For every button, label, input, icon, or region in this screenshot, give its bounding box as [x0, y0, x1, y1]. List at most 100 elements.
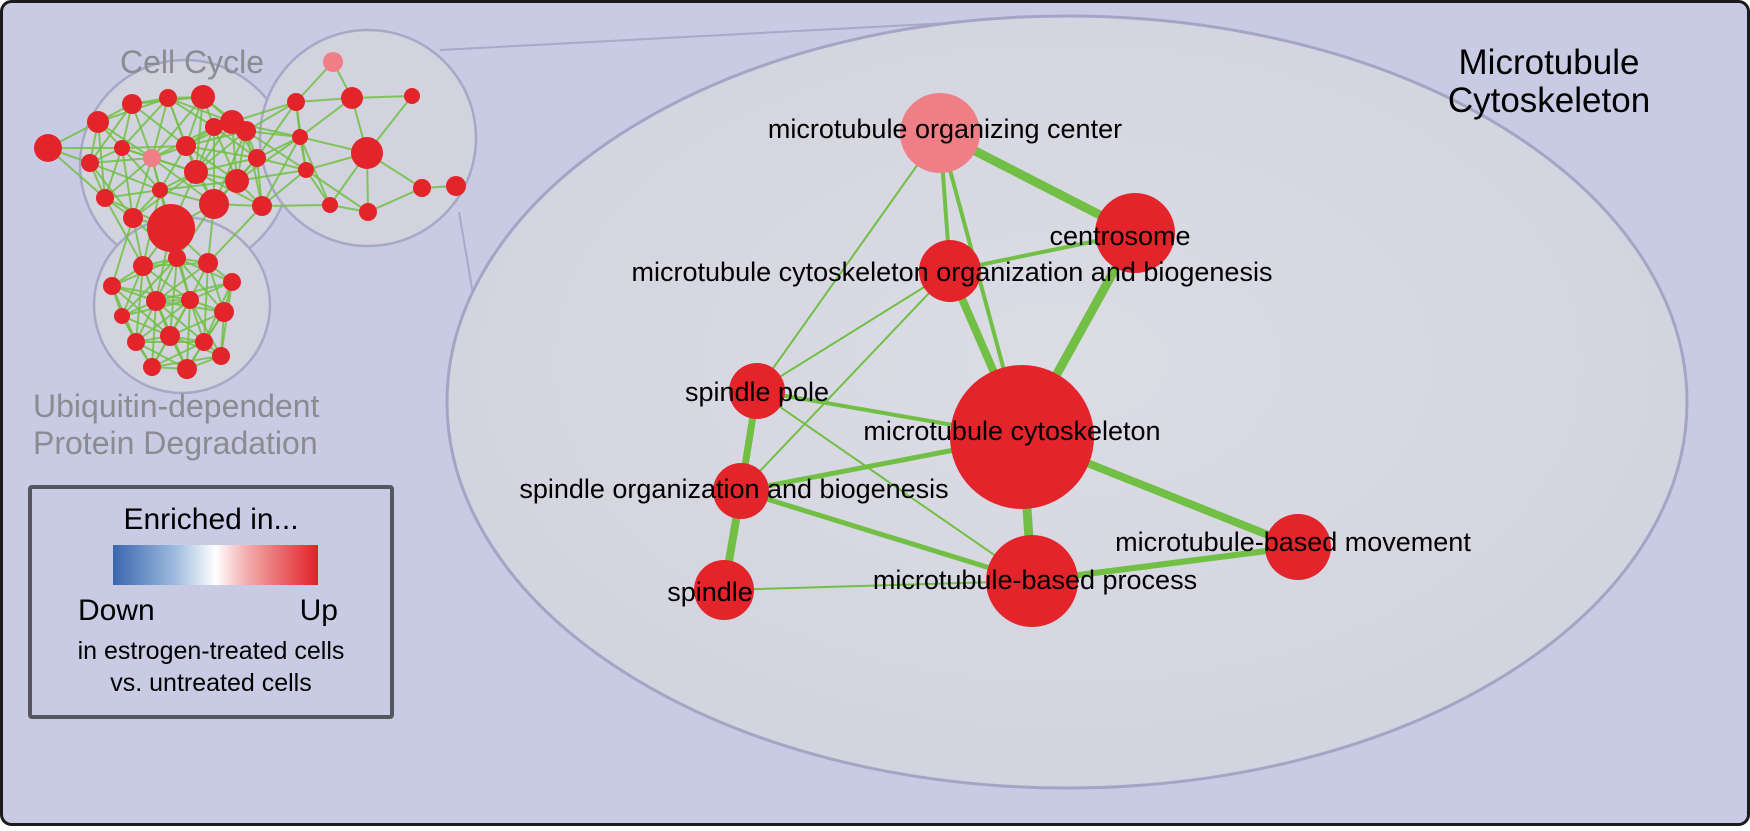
overview-edge [135, 265, 144, 343]
overview-edge [159, 180, 238, 191]
overview-node [159, 89, 177, 107]
detail-nodes [694, 93, 1331, 627]
overview-edge [135, 299, 191, 343]
legend-gradient-bar [113, 545, 318, 585]
detail-node-label-spole: spindle pole [685, 377, 829, 407]
overview-edge [299, 136, 331, 206]
legend-subtitle-line1: in estrogen-treated cells [78, 637, 345, 665]
detail-node-labels: microtubule organizing center centrosome m… [519, 114, 1471, 607]
zoom-connector-1 [439, 19, 1006, 51]
detail-node-movement [1265, 514, 1331, 580]
overview-node [168, 249, 186, 267]
overview-node [287, 93, 305, 111]
detail-node-label-centrosome: centrosome [1049, 221, 1190, 251]
legend-down-label: Down [78, 594, 155, 627]
overview-node [404, 88, 420, 104]
overview-edge [89, 162, 161, 191]
overview-node [160, 326, 180, 346]
overview-node [152, 182, 168, 198]
overview-node [198, 253, 218, 273]
overview-edge [121, 257, 178, 317]
overview-edge [155, 281, 233, 302]
cluster-label-cell-cycle: Cell Cycle [120, 44, 264, 80]
overview-node [143, 358, 161, 376]
overview-node [322, 197, 338, 213]
overview-node [81, 154, 99, 172]
overview-node [323, 52, 343, 72]
detail-node-spindle [694, 560, 754, 620]
overview-edge [111, 217, 134, 287]
overview-edge [186, 299, 191, 370]
overview-edge [121, 147, 161, 191]
overview-edge [121, 147, 134, 219]
overview-node [146, 291, 166, 311]
overview-edge [151, 96, 204, 159]
overview-edge [89, 157, 153, 164]
detail-node-label-mcob: microtubule cytoskeleton organization an… [632, 257, 1273, 287]
detail-node-label-mtc: microtubule cytoskeleton [863, 416, 1160, 446]
cluster-label-ubiquitin-line1: Ubiquitin-dependent [33, 388, 320, 424]
overview-node [225, 169, 249, 193]
legend-subtitle-line2: vs. untreated cells [110, 669, 312, 697]
detail-edge-mcob-sorg [740, 270, 951, 492]
overview-node [359, 203, 377, 221]
detail-edge-mcob-spole [756, 270, 951, 392]
overview-node [133, 256, 153, 276]
legend-up-label: Up [300, 594, 338, 627]
detail-node-label-moc: microtubule organizing center [768, 114, 1122, 144]
legend-title: Enriched in... [123, 503, 298, 536]
overview-node [199, 189, 229, 219]
overview-node [96, 189, 114, 207]
overview-edge [89, 162, 134, 219]
overview-node [236, 121, 256, 141]
detail-node-label-spindle: spindle [667, 577, 753, 607]
detail-node-label-movement: microtubule-based movement [1115, 527, 1471, 557]
overview-node [223, 273, 241, 291]
overview-node [413, 179, 431, 197]
overview-edge [97, 121, 106, 199]
overview-node [147, 204, 195, 252]
detail-edge-spole-process [756, 390, 1033, 582]
overview-node [184, 160, 208, 184]
overview-edge [189, 299, 222, 357]
overview-node [176, 136, 196, 156]
overview-edge [207, 205, 263, 264]
overview-edge [104, 189, 161, 199]
overview-node [252, 196, 272, 216]
overview-edge [261, 204, 331, 207]
overview-node [195, 333, 213, 351]
overview-edge [121, 97, 169, 149]
legend-box [28, 485, 394, 719]
detail-title-line1: Microtubule [1459, 43, 1640, 82]
overview-edge [176, 257, 225, 313]
detail-node-spole [729, 363, 785, 419]
overview-edge [151, 341, 205, 368]
overview-node [127, 333, 145, 351]
overview-edge [261, 136, 301, 207]
overview-edge [245, 130, 307, 171]
overview-node [143, 149, 161, 167]
overview-node [298, 162, 314, 178]
overview-node [248, 149, 266, 167]
overview-edge [367, 187, 423, 213]
overview-node [177, 359, 197, 379]
detail-node-centrosome [1095, 193, 1175, 273]
overview-node [34, 134, 62, 162]
overview-node [114, 140, 130, 156]
detail-title-line2: Cytoskeleton [1448, 81, 1650, 120]
detail-node-mtc [950, 365, 1094, 509]
overview-edge [155, 262, 209, 302]
overview-edge [256, 101, 297, 159]
overview-nodes [34, 52, 466, 379]
overview-edge [185, 130, 247, 147]
cluster-label-ubiquitin-line2: Protein Degradation [33, 425, 318, 461]
overview-node [103, 277, 121, 295]
overview-node [292, 129, 308, 145]
overview-edge [236, 136, 301, 182]
overview-node [446, 176, 466, 196]
overview-node [191, 85, 215, 109]
detail-node-process [986, 535, 1078, 627]
overview-node [122, 94, 142, 114]
